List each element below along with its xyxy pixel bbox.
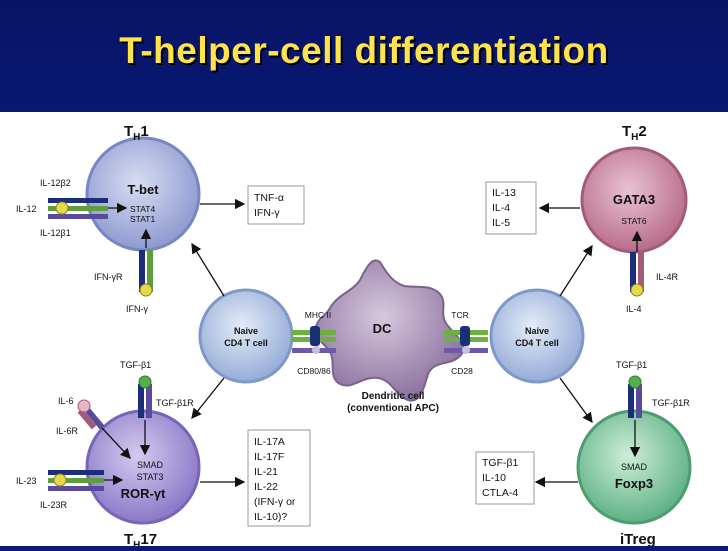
- th17-out-6: IL-10)?: [254, 511, 287, 523]
- naive-left-line2: CD4 T cell: [224, 338, 268, 348]
- dc-caption-line1: Dendritic cell: [362, 391, 425, 402]
- mhc-tcr-left-icon: [292, 326, 336, 354]
- th1-tbet: T-bet: [127, 182, 159, 197]
- th17-il23r: IL-23R: [40, 500, 68, 510]
- cd80-label: CD80/86: [297, 366, 331, 376]
- th2-output-box: [485, 181, 537, 235]
- tcr-label: TCR: [451, 310, 468, 320]
- treg-tgfb1: TGF-β1: [616, 360, 647, 370]
- treg-out-2: IL-10: [482, 472, 506, 484]
- cd28-label: CD28: [451, 366, 473, 376]
- tgfb1-receptor-th17-icon: [138, 375, 152, 418]
- arrow-naive-to-treg: [559, 377, 593, 424]
- th17-label: TH17: [124, 531, 157, 546]
- arrow-naive-to-th2: [559, 244, 593, 297]
- mhc-ii-label: MHC II: [305, 310, 331, 320]
- th2-stat6: STAT6: [621, 216, 646, 226]
- th17-out-4: IL-22: [254, 481, 278, 493]
- th1-il12b2: IL-12β2: [40, 178, 71, 188]
- il12-receptor-icon: [48, 198, 108, 219]
- th17-out-1: IL-17A: [254, 436, 285, 448]
- th1-stat1: STAT1: [130, 214, 155, 224]
- th1-label: TH1: [124, 123, 149, 143]
- dc-label: DC: [373, 321, 392, 336]
- dendritic-cell: [314, 259, 465, 402]
- th1-out-1: TNF-α: [254, 192, 284, 204]
- th1-ifngr: IFN-γR: [94, 272, 123, 282]
- th17-tgfb1r: TGF-β1R: [156, 398, 194, 408]
- naive-right-line2: CD4 T cell: [515, 338, 559, 348]
- tgfb1-receptor-treg-icon: [628, 375, 642, 418]
- th2-gata3: GATA3: [613, 192, 655, 207]
- th17-il23: IL-23: [16, 476, 37, 486]
- ifng-receptor-icon: [139, 250, 153, 297]
- th17-il6: IL-6: [58, 396, 74, 406]
- th17-out-2: IL-17F: [254, 451, 284, 463]
- arrow-il6: [101, 427, 131, 459]
- th2-out-1: IL-13: [492, 187, 516, 199]
- th17-smad: SMAD: [137, 460, 164, 470]
- treg-out-3: CTLA-4: [482, 487, 518, 499]
- th17-out-5: (IFN-γ or: [254, 496, 296, 508]
- th1-stat4: STAT4: [130, 204, 155, 214]
- mhc-tcr-right-icon: [444, 326, 488, 354]
- th17-output-box: [247, 429, 311, 527]
- th17-il6r: IL-6R: [56, 426, 79, 436]
- th1-output-box: [247, 185, 305, 225]
- naive-cell-left: [198, 288, 294, 384]
- th1-il12: IL-12: [16, 204, 37, 214]
- th1-il12b1: IL-12β1: [40, 228, 71, 238]
- dc-caption-line2: (conventional APC): [347, 403, 439, 414]
- th1-out-2: IFN-γ: [254, 207, 280, 219]
- treg-tgfb1r: TGF-β1R: [652, 398, 690, 408]
- il4-receptor-icon: [630, 252, 644, 297]
- naive-cell-right: [489, 288, 585, 384]
- th17-out-3: IL-21: [254, 466, 278, 478]
- th2-out-3: IL-5: [492, 217, 510, 229]
- il23-receptor-icon: [48, 470, 104, 491]
- treg-output-box: [475, 451, 535, 505]
- th17-tgfb1: TGF-β1: [120, 360, 151, 370]
- arrow-naive-to-th17: [191, 377, 225, 420]
- th17-rorgt: ROR-γt: [121, 486, 166, 501]
- slide-title: T-helper-cell differentiation: [119, 30, 609, 71]
- treg-label: iTreg: [620, 531, 656, 546]
- naive-right-line1: Naive: [525, 326, 549, 336]
- treg-out-1: TGF-β1: [482, 457, 519, 469]
- th2-il4: IL-4: [626, 304, 642, 314]
- th17-stat3: STAT3: [137, 472, 164, 482]
- th2-out-2: IL-4: [492, 202, 510, 214]
- diagram-panel: DC Dendritic cell (conventional APC) MHC…: [0, 112, 728, 551]
- th2-label: TH2: [622, 123, 647, 143]
- th2-il4r: IL-4R: [656, 272, 679, 282]
- arrow-naive-to-th1: [191, 242, 225, 297]
- il6-receptor-icon: [77, 399, 105, 430]
- treg-smad: SMAD: [621, 462, 648, 472]
- diagram-canvas: DC Dendritic cell (conventional APC) MHC…: [16, 123, 692, 551]
- naive-left-line1: Naive: [234, 326, 258, 336]
- th1-ifng: IFN-γ: [126, 304, 148, 314]
- treg-foxp3: Foxp3: [615, 476, 653, 491]
